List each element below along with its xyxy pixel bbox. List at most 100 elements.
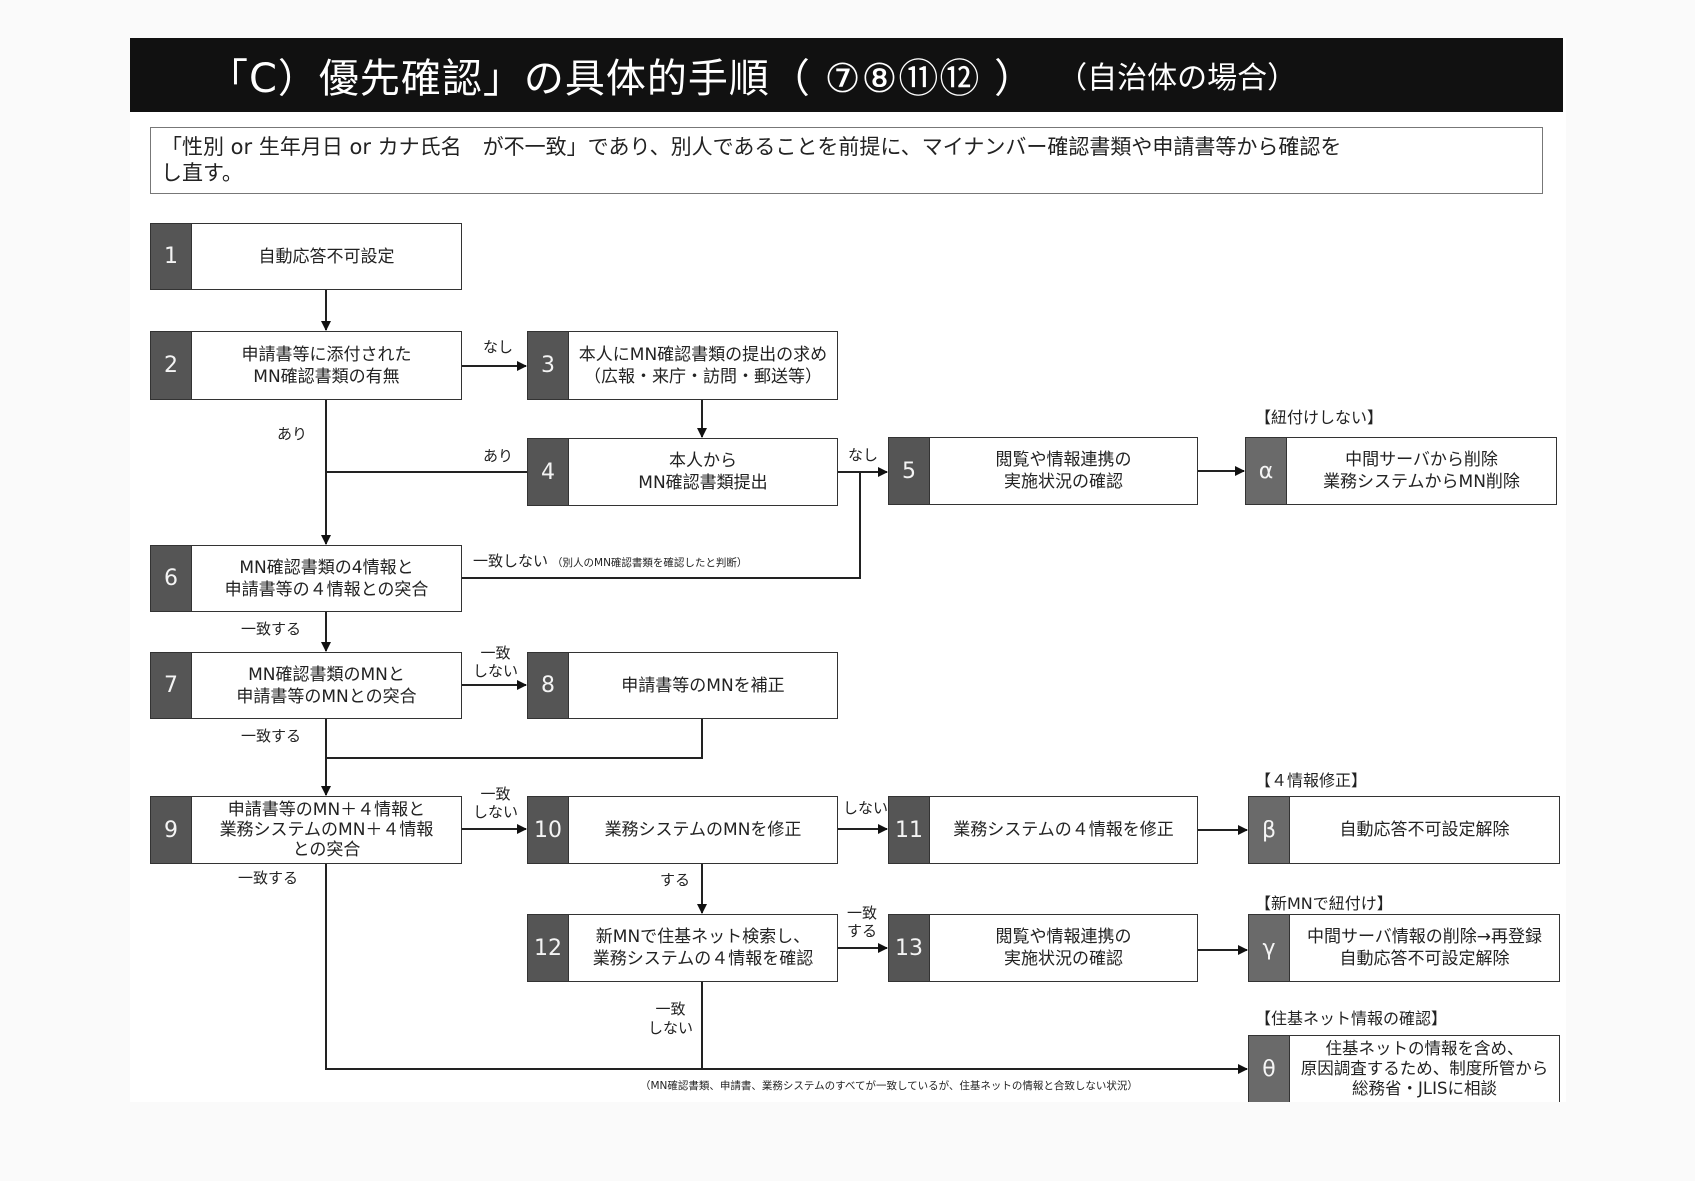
step-text: との突合 (292, 840, 361, 860)
outcome-symbol: β (1249, 797, 1290, 863)
step-box-13: 13 閲覧や情報連携の実施状況の確認 (888, 914, 1198, 982)
description-line: し直す。 (161, 161, 243, 185)
step-box-5: 5 閲覧や情報連携の実施状況の確認 (888, 437, 1198, 505)
step-number: 6 (151, 546, 192, 611)
step-number: 10 (528, 797, 569, 863)
outcome-text: 自動応答不可設定解除 (1339, 820, 1510, 840)
step-text: MN確認書類の有無 (253, 366, 400, 387)
outcome-text: 住基ネットの情報を含め、 (1325, 1039, 1524, 1058)
step-text: 申請書等の４情報との突合 (224, 579, 429, 600)
outcome-text: 総務省・JLISに相談 (1352, 1079, 1497, 1098)
edge-label-2-3: なし (483, 338, 514, 356)
step-text: 申請書等のMN＋４情報と (227, 800, 426, 820)
edge-label-4-left: あり (483, 447, 514, 465)
step-box-3: 3 本人にMN確認書類の提出の求め（広報・来庁・訪問・郵送等） (527, 331, 838, 400)
edge-label-9-yes: 一致する (238, 869, 299, 887)
outcome-text: 原因調査するため、制度所管から (1300, 1059, 1549, 1078)
step-text: 申請書等のMNとの突合 (236, 686, 417, 707)
step-box-9: 9 申請書等のMN＋４情報と業務システムのMN＋４情報との突合 (150, 796, 462, 864)
edge-label-text: 一致 (480, 644, 511, 662)
step-text: （広報・来庁・訪問・郵送等） (584, 366, 822, 387)
page-title: 「C）優先確認」の具体的手順（ ⑦⑧⑪⑫ ） (208, 56, 1036, 102)
outcome-tag-theta: 【住基ネット情報の確認】 (1255, 1009, 1448, 1028)
step-text: 業務システムのMN＋４情報 (219, 820, 434, 840)
step-number: 9 (151, 797, 192, 863)
edge-label-text: しない (648, 1019, 694, 1037)
outcome-tag-alpha: 【紐付けしない】 (1255, 408, 1384, 427)
step-number: 7 (151, 653, 192, 718)
step-text: 実施状況の確認 (1004, 949, 1123, 969)
outcome-symbol: γ (1249, 915, 1290, 981)
page-subtitle: （自治体の場合） (1057, 61, 1298, 96)
step-text: 新MNで住基ネット検索し、 (595, 927, 811, 947)
edge-label-7-no: 一致 しない (473, 644, 518, 680)
step-number: 13 (889, 915, 930, 981)
edge-label-text: しない (473, 662, 519, 680)
edge-label-note: （別人のMN確認書類を確認したと判断） (552, 557, 748, 569)
outcome-text: 自動応答不可設定解除 (1339, 949, 1510, 969)
outcome-box-theta: θ 住基ネットの情報を含め、原因調査するため、制度所管から総務省・JLISに相談 (1248, 1035, 1560, 1102)
step-text: 実施状況の確認 (1004, 472, 1123, 492)
edge-label-text: しない (473, 803, 519, 821)
step-text: 業務システムの４情報を確認 (592, 949, 814, 969)
edge-label-text: する (847, 922, 878, 940)
step-number: 12 (528, 915, 569, 981)
step-box-7: 7 MN確認書類のMNと申請書等のMNとの突合 (150, 652, 462, 719)
arrow-9-to-theta (325, 864, 1248, 1074)
line-8-to-main (326, 719, 703, 759)
edge-label-text: 一致 (480, 785, 511, 803)
step-box-10: 10 業務システムのMNを修正 (527, 796, 838, 864)
step-text: 申請書等に添付された (241, 344, 412, 365)
edge-label-6-yes: 一致する (241, 620, 302, 638)
step-text: 本人から (669, 451, 737, 471)
step-text: 閲覧や情報連携の (995, 927, 1132, 947)
outcome-text: 中間サーバ情報の削除→再登録 (1306, 927, 1543, 947)
outcome-box-beta: β 自動応答不可設定解除 (1248, 796, 1560, 864)
step-number: 5 (889, 438, 930, 504)
bottom-note: （MN確認書類、申請書、業務システムのすべてが一致しているが、住基ネットの情報と… (640, 1080, 1138, 1092)
edge-label-6-no: 一致しない（別人のMN確認書類を確認したと判断） (473, 552, 747, 572)
outcome-tag-gamma: 【新MNで紐付け】 (1255, 894, 1393, 913)
line-6-to-5 (462, 472, 861, 579)
outcome-text: 中間サーバから削除 (1345, 450, 1498, 470)
step-text: 業務システムのMNを修正 (604, 820, 802, 840)
step-text: 閲覧や情報連携の (995, 450, 1132, 470)
step-text: 業務システムの４情報を修正 (953, 820, 1174, 840)
outcome-tag-beta: 【４情報修正】 (1255, 771, 1368, 790)
outcome-box-gamma: γ 中間サーバ情報の削除→再登録自動応答不可設定解除 (1248, 914, 1560, 982)
step-box-11: 11 業務システムの４情報を修正 (888, 796, 1198, 864)
step-text: MN確認書類の4情報と (239, 557, 414, 578)
step-box-1: 1 自動応答不可設定 (150, 223, 462, 290)
description-line: 「性別 or 生年月日 or カナ氏名 が不一致」であり、別人であることを前提に… (161, 135, 1342, 159)
edge-label-12-yes: 一致 する (847, 904, 877, 940)
step-number: 11 (889, 797, 930, 863)
step-number: 3 (528, 332, 569, 399)
edge-label-10-yes: する (660, 871, 691, 889)
step-text: MN確認書類提出 (638, 473, 768, 493)
edge-label-10-no: しない (843, 799, 889, 817)
edge-label-2-down: あり (277, 425, 308, 443)
step-number: 2 (151, 332, 192, 399)
edge-label-12-no: 一致 しない (648, 1000, 693, 1038)
step-box-6: 6 MN確認書類の4情報と申請書等の４情報との突合 (150, 545, 462, 612)
step-text: 申請書等のMNを補正 (621, 675, 785, 696)
edge-label-4-5: なし (848, 446, 879, 464)
outcome-symbol: α (1246, 438, 1287, 504)
edge-label-text: 一致しない (473, 552, 549, 570)
outcome-symbol: θ (1249, 1036, 1290, 1102)
step-text: 自動応答不可設定 (258, 246, 395, 267)
step-number: 4 (528, 439, 569, 505)
step-number: 8 (528, 653, 569, 718)
edge-label-text: 一致 (847, 904, 878, 922)
step-text: 本人にMN確認書類の提出の求め (578, 344, 828, 365)
edge-label-9-no: 一致 しない (473, 785, 518, 821)
edge-label-7-yes: 一致する (241, 727, 302, 745)
step-box-8: 8 申請書等のMNを補正 (527, 652, 838, 719)
title-banner: 「C）優先確認」の具体的手順（ ⑦⑧⑪⑫ ） （自治体の場合） (130, 38, 1563, 112)
outcome-box-alpha: α 中間サーバから削除業務システムからMN削除 (1245, 437, 1557, 505)
description-box: 「性別 or 生年月日 or カナ氏名 が不一致」であり、別人であることを前提に… (150, 127, 1543, 194)
step-box-12: 12 新MNで住基ネット検索し、業務システムの４情報を確認 (527, 914, 838, 982)
